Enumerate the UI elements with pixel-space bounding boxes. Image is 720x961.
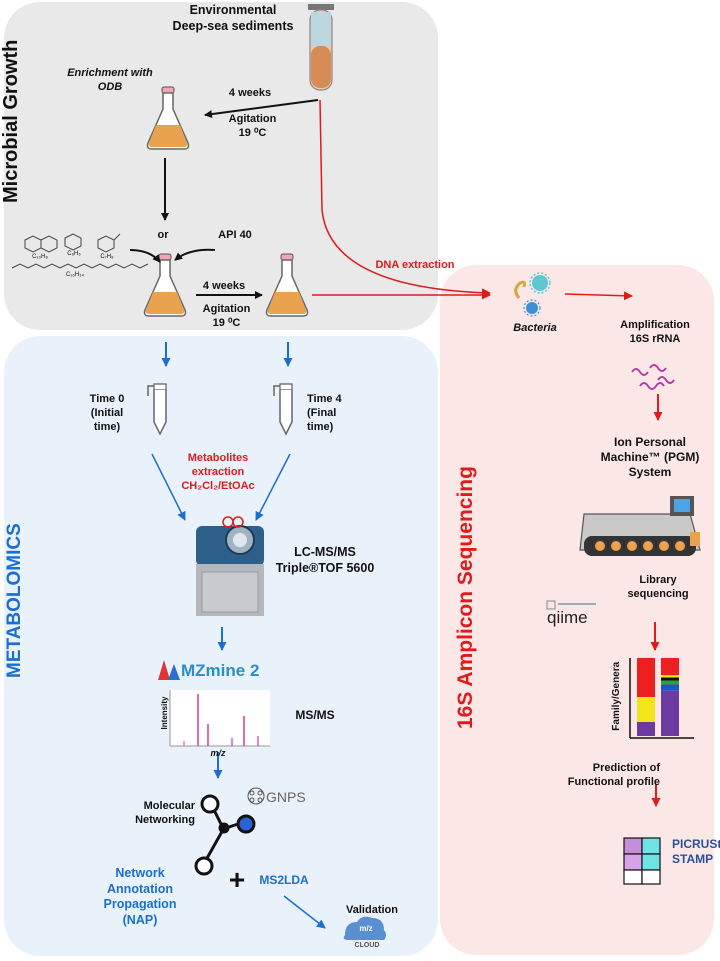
bar-2-segment-2 bbox=[661, 684, 679, 691]
time4-line3: time) bbox=[307, 420, 334, 433]
agitation-bottom-line1: Agitation bbox=[202, 303, 251, 315]
sediment-tube-icon bbox=[308, 4, 334, 91]
bacteria-icon bbox=[514, 272, 551, 317]
networking-line1: Molecular bbox=[143, 800, 195, 812]
source-label-line2: Deep-sea sediments bbox=[172, 18, 294, 33]
chem-toluene-label: C₇H₈ bbox=[100, 254, 114, 260]
hexadecane-icon bbox=[11, 263, 149, 269]
ion-pgm-machine-icon bbox=[579, 496, 701, 556]
culture-flask-icon bbox=[143, 253, 187, 317]
time4-line2: (Final bbox=[307, 406, 337, 419]
bar-2-segment-4 bbox=[661, 677, 679, 681]
microbial-growth-panel bbox=[4, 2, 438, 330]
gnps-logo-text: GNPS bbox=[266, 789, 306, 805]
networking-line2: Networking bbox=[135, 813, 195, 826]
mzcloud-top-text: m/z bbox=[359, 924, 373, 933]
bar-2-segment-6 bbox=[661, 658, 679, 676]
source-label-line1: Environmental bbox=[189, 3, 277, 17]
spectrum-axis-mz: m/z bbox=[210, 748, 226, 758]
mzmine-logo-peaks bbox=[158, 660, 180, 680]
toluene-icon bbox=[97, 233, 121, 253]
qiime-logo bbox=[546, 600, 596, 610]
chem-naphthalene-label: C₁₀H₈ bbox=[32, 254, 48, 260]
msms-spectrum-icon bbox=[169, 690, 270, 747]
bacteria-label: Bacteria bbox=[513, 322, 557, 334]
ion-line2: Machine™ (PGM) bbox=[600, 450, 700, 464]
bar-1-segment-1 bbox=[637, 721, 655, 736]
mzcloud-bottom-text: CLOUD bbox=[354, 942, 380, 949]
final-flask-icon bbox=[265, 253, 309, 317]
plus-sign: + bbox=[228, 864, 246, 895]
molecular-network-icon bbox=[194, 794, 256, 876]
qiime-logo-text: qiime bbox=[547, 608, 588, 627]
instrument-line1: LC-MS/MS bbox=[294, 545, 356, 559]
ion-line3: System bbox=[628, 465, 672, 479]
bar-2-segment-3 bbox=[661, 680, 679, 685]
time0-line2: (Initial bbox=[90, 406, 124, 419]
enrichment-flask-icon bbox=[146, 86, 190, 150]
validation-label: Validation bbox=[346, 904, 398, 916]
ms2lda-label: MS2LDA bbox=[259, 873, 309, 887]
msms-label: MS/MS bbox=[295, 708, 335, 722]
extraction-line1: Metabolites bbox=[187, 452, 249, 464]
gnps-logo-icon bbox=[247, 787, 265, 805]
dna-extraction-label: DNA extraction bbox=[375, 259, 455, 271]
stamp-label: STAMP bbox=[672, 852, 714, 866]
agitation-top-line1: Agitation bbox=[228, 113, 277, 125]
naphthalene-icon bbox=[24, 235, 58, 253]
chem-hexadecane-label: C₁₆H₃₄ bbox=[65, 272, 84, 278]
picrust-grid-icon bbox=[623, 837, 661, 885]
agitation-top-line2: 19 ⁰C bbox=[238, 126, 267, 139]
api-label: API 40 bbox=[218, 229, 252, 241]
nap-line3: Propagation bbox=[103, 897, 177, 912]
lcms-instrument-icon bbox=[196, 516, 264, 616]
mzmine-logo-text: MZmine 2 bbox=[181, 661, 260, 680]
time0-line1: Time 0 bbox=[89, 393, 125, 405]
spectrum-axis-intensity: Intensity bbox=[160, 696, 169, 730]
library-line1: Library bbox=[639, 574, 677, 586]
time4-line1: Time 4 bbox=[307, 393, 342, 405]
bar-1-segment-3 bbox=[637, 658, 655, 697]
family-chart-axes bbox=[629, 658, 694, 739]
enrichment-label-line2: ODB bbox=[97, 80, 123, 93]
enrichment-label-line1: Enrichment with bbox=[67, 67, 153, 79]
or-label: or bbox=[157, 229, 169, 241]
nap-line2: Annotation bbox=[107, 881, 173, 896]
time0-tube-icon bbox=[147, 383, 167, 435]
mzcloud-icon bbox=[343, 916, 386, 940]
family-genera-axis-label: Family/Genera bbox=[610, 661, 622, 731]
nap-line1: Network bbox=[115, 866, 165, 880]
time0-line3: time) bbox=[93, 420, 121, 433]
weeks-top-label: 4 weeks bbox=[228, 87, 272, 99]
bar-1-segment-2 bbox=[637, 697, 655, 722]
picrust-label: PICRUSt bbox=[672, 837, 720, 851]
bar-2-segment-5 bbox=[661, 675, 679, 678]
time4-tube-icon bbox=[273, 383, 293, 435]
prediction-line2: Functional profile bbox=[567, 775, 660, 788]
weeks-bottom-label: 4 weeks bbox=[202, 280, 246, 292]
amplicon-sequencing-panel bbox=[440, 265, 714, 955]
amplification-line1: Amplification bbox=[620, 319, 690, 331]
ion-line1: Ion Personal bbox=[613, 435, 687, 449]
nap-line4: (NAP) bbox=[122, 912, 158, 927]
benzene-icon bbox=[64, 233, 82, 251]
bar-2-segment-1 bbox=[661, 690, 679, 736]
prediction-line1: Prediction of bbox=[592, 762, 660, 774]
extraction-line3: CH₂Cl₂/EtOAc bbox=[181, 479, 255, 492]
agitation-bottom-line2: 19 ⁰C bbox=[212, 316, 241, 329]
family-genera-bars bbox=[637, 658, 679, 736]
dna-icon bbox=[631, 364, 675, 390]
instrument-line2: Triple®TOF 5600 bbox=[275, 560, 375, 575]
amplification-line2: 16S rRNA bbox=[629, 332, 681, 345]
extraction-line2: extraction bbox=[191, 465, 245, 478]
library-line2: sequencing bbox=[627, 587, 689, 600]
chem-benzene-label: C₆H₆ bbox=[67, 251, 81, 257]
